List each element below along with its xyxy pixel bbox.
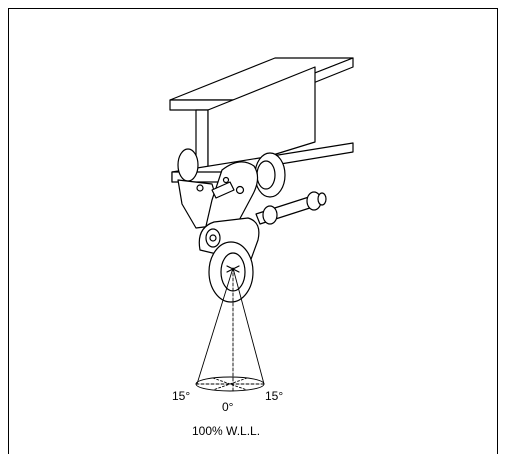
beam-web-side [207,66,316,176]
load-caption: 100% W.L.L. [192,424,261,438]
spindle-tip [317,192,327,206]
base-cross-line-b [212,377,248,391]
angle-label-left: 15° [172,389,191,403]
clamp-wheel-inner [256,160,276,190]
spindle-collar [262,205,278,225]
rear-jaw-pin [196,184,204,192]
front-jaw-pin [235,185,245,195]
rear-jaw-disc [177,148,199,182]
angle-line-left [196,267,234,385]
angle-line-right [232,267,265,385]
i-beam [169,57,354,183]
load-angle-cone [195,267,265,392]
shackle-pin [209,234,217,242]
spindle-bolt [255,191,327,225]
angle-label-center: 0° [222,400,234,414]
lifting-shackle [198,217,260,303]
front-jaw-rivet [222,176,230,184]
front-jaw-lip [211,181,235,199]
angle-label-right: 15° [265,389,284,403]
